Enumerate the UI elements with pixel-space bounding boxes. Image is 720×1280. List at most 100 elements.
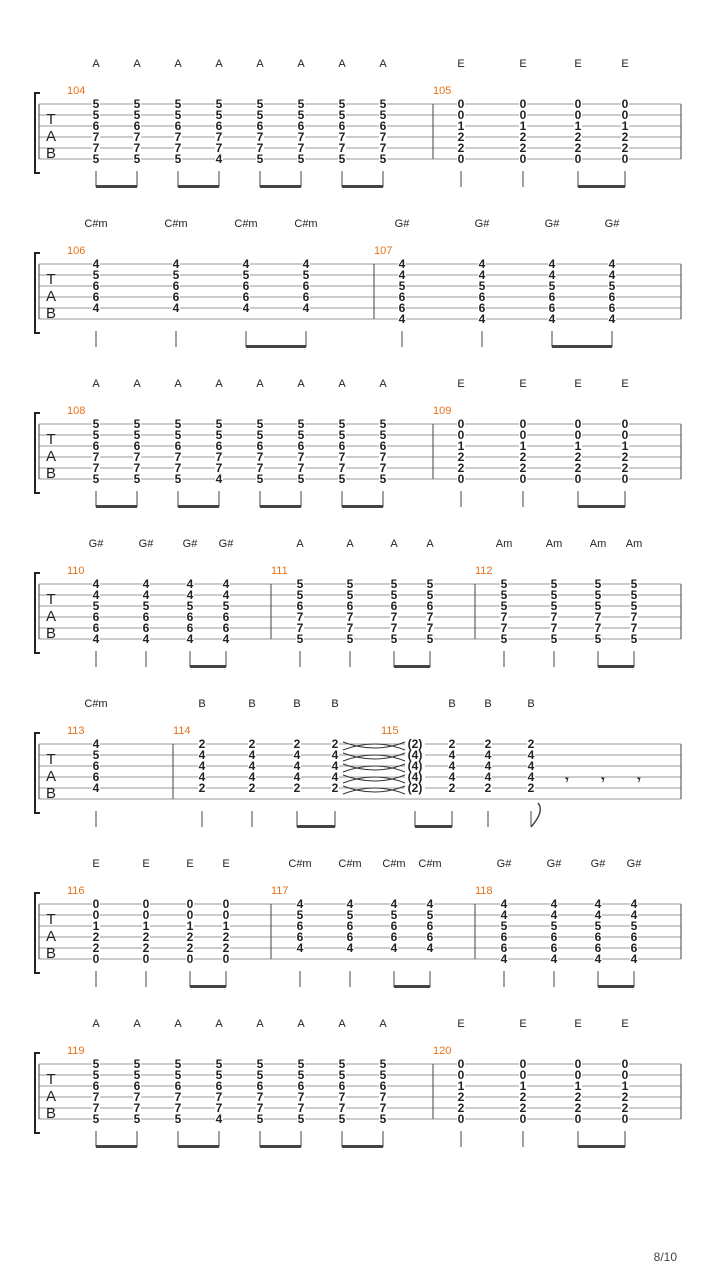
fret-background xyxy=(621,143,629,154)
fret-background xyxy=(379,463,387,474)
note-beam xyxy=(96,1145,137,1148)
fret-number: 7 xyxy=(216,141,223,155)
fret-background xyxy=(398,303,406,314)
fret-background xyxy=(222,943,230,954)
fret-background xyxy=(256,463,264,474)
fret-background xyxy=(390,601,398,612)
fret-number: 4 xyxy=(595,908,602,922)
fret-background xyxy=(478,292,486,303)
fret-background xyxy=(172,292,180,303)
fret-background xyxy=(548,270,556,281)
fret-background xyxy=(621,154,629,165)
fret-background xyxy=(608,314,616,325)
fret-number: 0 xyxy=(622,417,629,431)
fret-background xyxy=(550,579,558,590)
fret-number: 0 xyxy=(575,472,582,486)
fret-number: 5 xyxy=(551,632,558,646)
chord-name: A xyxy=(346,538,354,550)
fret-background xyxy=(256,430,264,441)
fret-background xyxy=(500,899,508,910)
fret-number: 7 xyxy=(339,1090,346,1104)
fret-background xyxy=(198,739,206,750)
fret-number: 5 xyxy=(551,919,558,933)
fret-background xyxy=(92,303,100,314)
fret-number: 7 xyxy=(380,450,387,464)
fret-number: 4 xyxy=(249,748,256,762)
fret-number: 6 xyxy=(216,439,223,453)
fret-background xyxy=(297,1070,305,1081)
fret-number: 6 xyxy=(303,279,310,293)
fret-background xyxy=(338,1059,346,1070)
fret-number: 7 xyxy=(93,461,100,475)
fret-background xyxy=(92,463,100,474)
fret-background xyxy=(500,921,508,932)
fret-background xyxy=(478,259,486,270)
fret-background xyxy=(478,303,486,314)
chord-name: A xyxy=(133,58,141,70)
tab-clef-letter: B xyxy=(46,305,56,322)
fret-number: 5 xyxy=(609,279,616,293)
tie-arc xyxy=(342,763,406,771)
fret-number: 4 xyxy=(631,897,638,911)
fret-background xyxy=(297,441,305,452)
chord-name: G# xyxy=(605,218,621,230)
fret-number: 7 xyxy=(216,450,223,464)
fret-number: 7 xyxy=(339,141,346,155)
fret-number: 4 xyxy=(549,257,556,271)
fret-number: 1 xyxy=(520,1079,527,1093)
fret-number: 4 xyxy=(609,268,616,282)
fret-background xyxy=(248,783,256,794)
fret-background xyxy=(256,419,264,430)
fret-background xyxy=(248,739,256,750)
fret-background xyxy=(594,943,602,954)
fret-number: 2 xyxy=(520,1090,527,1104)
fret-number: 6 xyxy=(595,941,602,955)
fret-background xyxy=(390,899,398,910)
fret-number: 4 xyxy=(223,632,230,646)
fret-background xyxy=(527,750,535,761)
fret-number: 4 xyxy=(479,312,486,326)
fret-number: 2 xyxy=(199,737,206,751)
fret-background xyxy=(215,441,223,452)
fret-background xyxy=(186,590,194,601)
fret-background xyxy=(519,1092,527,1103)
chord-name: A xyxy=(296,538,304,550)
fret-background xyxy=(297,99,305,110)
fret-number: 5 xyxy=(551,588,558,602)
fret-background xyxy=(519,441,527,452)
fret-number: 4 xyxy=(249,770,256,784)
fret-number: 0 xyxy=(622,1057,629,1071)
fret-background xyxy=(574,143,582,154)
fret-background xyxy=(215,154,223,165)
fret-number: 6 xyxy=(380,1079,387,1093)
fret-number: 5 xyxy=(549,279,556,293)
fret-background xyxy=(448,783,456,794)
fret-number: 6 xyxy=(93,759,100,773)
fret-background xyxy=(293,761,301,772)
fret-number: 5 xyxy=(134,1112,141,1126)
fret-background xyxy=(346,921,354,932)
fret-number: 2 xyxy=(458,1101,465,1115)
fret-number: 0 xyxy=(575,428,582,442)
note-beam xyxy=(578,505,625,508)
fret-background xyxy=(457,1103,465,1114)
fret-number: 4 xyxy=(143,588,150,602)
fret-number: 0 xyxy=(575,1068,582,1082)
chord-name: E xyxy=(142,858,149,870)
fret-background xyxy=(574,474,582,485)
chord-name: C#m xyxy=(294,218,317,230)
fret-number: 5 xyxy=(380,1068,387,1082)
fret-number: 7 xyxy=(93,141,100,155)
fret-number: 0 xyxy=(93,952,100,966)
fret-number: 4 xyxy=(143,632,150,646)
system-bracket xyxy=(34,892,40,974)
fret-background xyxy=(172,259,180,270)
fret-number: 5 xyxy=(93,268,100,282)
fret-background xyxy=(630,910,638,921)
tab-clef-letter: B xyxy=(46,785,56,802)
fret-number: 7 xyxy=(93,1101,100,1115)
fret-number: 6 xyxy=(187,621,194,635)
fret-background xyxy=(338,143,346,154)
fret-background xyxy=(297,430,305,441)
fret-number: 4 xyxy=(303,257,310,271)
